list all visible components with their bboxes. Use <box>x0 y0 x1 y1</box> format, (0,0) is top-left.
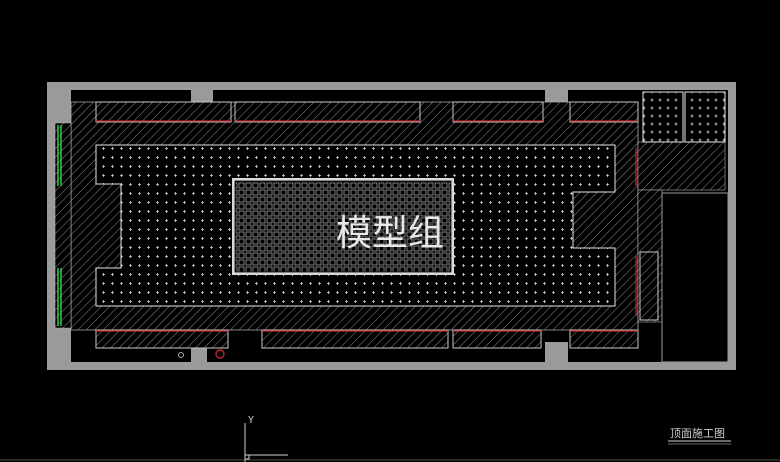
central-grid-panel <box>232 178 454 275</box>
red-light-strips <box>96 120 638 332</box>
ucs-axis-icon: Y <box>244 415 288 462</box>
drawing-title-text: 顶面施工图 <box>670 427 725 440</box>
cabinet-boxes <box>95 101 639 349</box>
drawing-title: 顶面施工图 <box>668 427 731 445</box>
right-lower-room <box>639 192 729 363</box>
ucs-y-label: Y <box>248 415 254 426</box>
watermark-text: 模型组 <box>336 213 444 254</box>
small-fixtures <box>178 349 225 359</box>
green-window <box>57 125 62 326</box>
right-room-tiles <box>642 91 726 143</box>
